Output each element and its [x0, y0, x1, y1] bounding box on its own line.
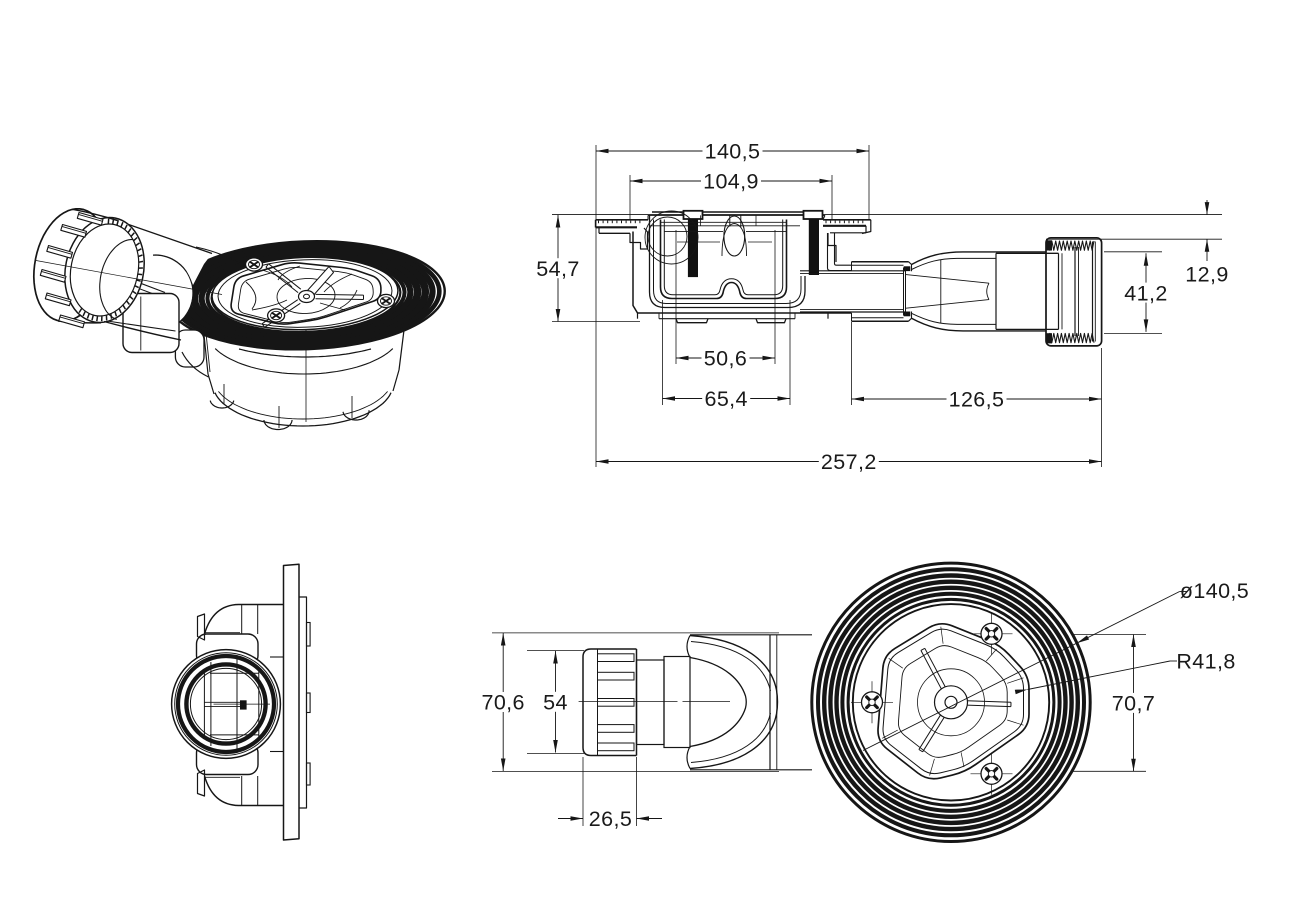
svg-text:70,6: 70,6 — [481, 691, 524, 715]
svg-text:126,5: 126,5 — [949, 388, 1005, 412]
svg-text:26,5: 26,5 — [589, 807, 632, 831]
svg-text:12,9: 12,9 — [1185, 262, 1228, 286]
svg-text:41,2: 41,2 — [1124, 281, 1167, 305]
svg-text:50,6: 50,6 — [704, 347, 747, 371]
svg-text:104,9: 104,9 — [703, 170, 759, 194]
svg-text:54: 54 — [543, 691, 568, 715]
svg-text:ø140,5: ø140,5 — [1180, 579, 1249, 603]
svg-text:65,4: 65,4 — [704, 387, 747, 411]
svg-text:R41,8: R41,8 — [1176, 650, 1235, 674]
svg-text:257,2: 257,2 — [821, 450, 877, 474]
svg-text:140,5: 140,5 — [705, 140, 761, 164]
svg-text:70,7: 70,7 — [1112, 692, 1155, 716]
svg-text:54,7: 54,7 — [536, 257, 579, 281]
